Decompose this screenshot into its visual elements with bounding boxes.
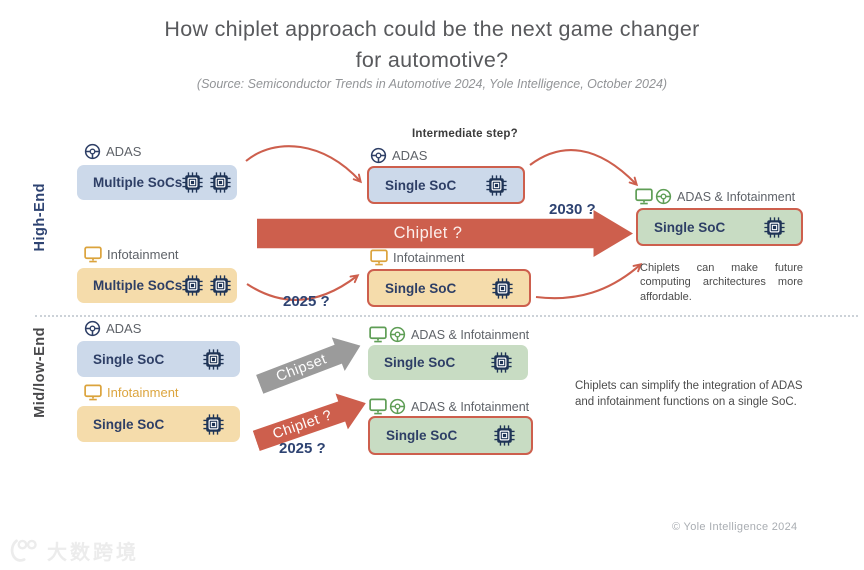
monitor-icon [369, 326, 387, 343]
box-label: Single SoC [386, 428, 458, 443]
section-label-mid-low-end: Mid/low-End [32, 327, 48, 418]
chipset-arrow: Chipset [253, 329, 367, 401]
infotainment-label-low-left: Infotainment [84, 384, 179, 401]
monitor-icon [635, 188, 653, 205]
box-label: Single SoC [93, 416, 165, 432]
soc-chip-icon [764, 216, 785, 238]
box-label: Single SoC [385, 177, 457, 193]
adas-infotainment-label-text: ADAS & Infotainment [677, 189, 796, 204]
combined-single-soc-box-chipset: Single SoC [368, 345, 528, 380]
intermediate-step-label: Intermediate step? [412, 128, 518, 140]
section-label-high-end: High-End [32, 183, 48, 252]
section-divider [35, 315, 858, 317]
adas-multiple-socs-box: Multiple SoCs [77, 165, 237, 200]
chiplet-small-arrow-label: Chiplet ? [270, 407, 335, 443]
box-label: Single SoC [654, 219, 726, 235]
monitor-icon [84, 246, 102, 263]
adas-label-high-left: ADAS [84, 143, 141, 160]
year-2025-low: 2025 ? [279, 440, 326, 457]
box-label: Single SoC [385, 280, 457, 296]
page-subtitle: (Source: Semiconductor Trends in Automot… [196, 77, 668, 91]
box-label: Multiple SoCs [93, 175, 183, 190]
combined-single-soc-box-chiplet: Single SoC [368, 416, 533, 455]
adas-infotainment-label-text: ADAS & Infotainment [411, 327, 530, 342]
page-title: How chiplet approach could be the next g… [164, 17, 700, 73]
adas-single-soc-box: Single SoC [367, 166, 525, 204]
infotainment-label-text: Infotainment [107, 385, 179, 400]
box-label: Multiple SoCs [93, 278, 183, 293]
steering-wheel-icon [655, 188, 672, 205]
infotainment-label-high-left: Infotainment [84, 246, 179, 263]
combined-single-soc-box-high: Single SoC [636, 208, 803, 246]
arrow-adas-single-to-combined [529, 149, 639, 187]
steering-wheel-icon [389, 398, 406, 415]
copyright-text: © Yole Intelligence 2024 [672, 521, 798, 533]
soc-chip-icon [486, 174, 507, 196]
chipset-arrow-label: Chipset [274, 351, 330, 386]
adas-infotainment-label-high: ADAS & Infotainment [635, 188, 795, 205]
note-simplify: Chiplets can simplify the integration of… [575, 380, 803, 408]
box-label: Single SoC [384, 355, 456, 370]
watermark-logo-icon [10, 538, 37, 562]
adas-infotainment-label-low1: ADAS & Infotainment [369, 326, 529, 343]
steering-wheel-icon [370, 147, 387, 164]
monitor-icon [369, 398, 387, 415]
steering-wheel-icon [84, 320, 101, 337]
infotainment-multiple-socs-box: Multiple SoCs [77, 268, 237, 303]
infotainment-single-soc-box-low: Single SoC [77, 406, 240, 442]
box-label: Single SoC [93, 351, 165, 367]
note-affordable: Chiplets can make future computing archi… [640, 262, 803, 303]
soc-chip-icon [203, 413, 224, 435]
year-2030: 2030 ? [549, 201, 596, 218]
soc-chip-icon [182, 275, 203, 296]
adas-infotainment-label-text: ADAS & Infotainment [411, 399, 530, 414]
watermark: 大数跨境 [8, 536, 139, 565]
adas-label-high-mid: ADAS [370, 147, 427, 164]
year-2025-high: 2025 ? [283, 293, 330, 310]
adas-label-text: ADAS [106, 144, 142, 159]
adas-single-soc-box-low: Single SoC [77, 341, 240, 377]
infotainment-label-text: Infotainment [393, 250, 465, 265]
infotainment-label-text: Infotainment [107, 247, 179, 262]
infotainment-label-high-mid: Infotainment [370, 249, 465, 266]
monitor-icon [370, 249, 388, 266]
soc-chip-icon [210, 275, 231, 296]
adas-label-text: ADAS [392, 148, 428, 163]
adas-infotainment-label-low2: ADAS & Infotainment [369, 398, 529, 415]
adas-label-low-left: ADAS [84, 320, 141, 337]
soc-chip-icon [494, 425, 515, 446]
chiplet-main-arrow-label: Chiplet ? [393, 224, 463, 242]
watermark-text: 大数跨境 [47, 542, 139, 564]
monitor-icon [84, 384, 102, 401]
soc-chip-icon [492, 277, 513, 299]
adas-label-text: ADAS [106, 321, 142, 336]
soc-chip-icon [203, 348, 224, 370]
steering-wheel-icon [84, 143, 101, 160]
steering-wheel-icon [389, 326, 406, 343]
soc-chip-icon [182, 172, 203, 193]
arrow-info-single-to-note [535, 263, 643, 300]
soc-chip-icon [210, 172, 231, 193]
infotainment-single-soc-box: Single SoC [367, 269, 531, 307]
soc-chip-icon [491, 352, 512, 373]
arrow-adas-multi-to-single [245, 145, 363, 184]
